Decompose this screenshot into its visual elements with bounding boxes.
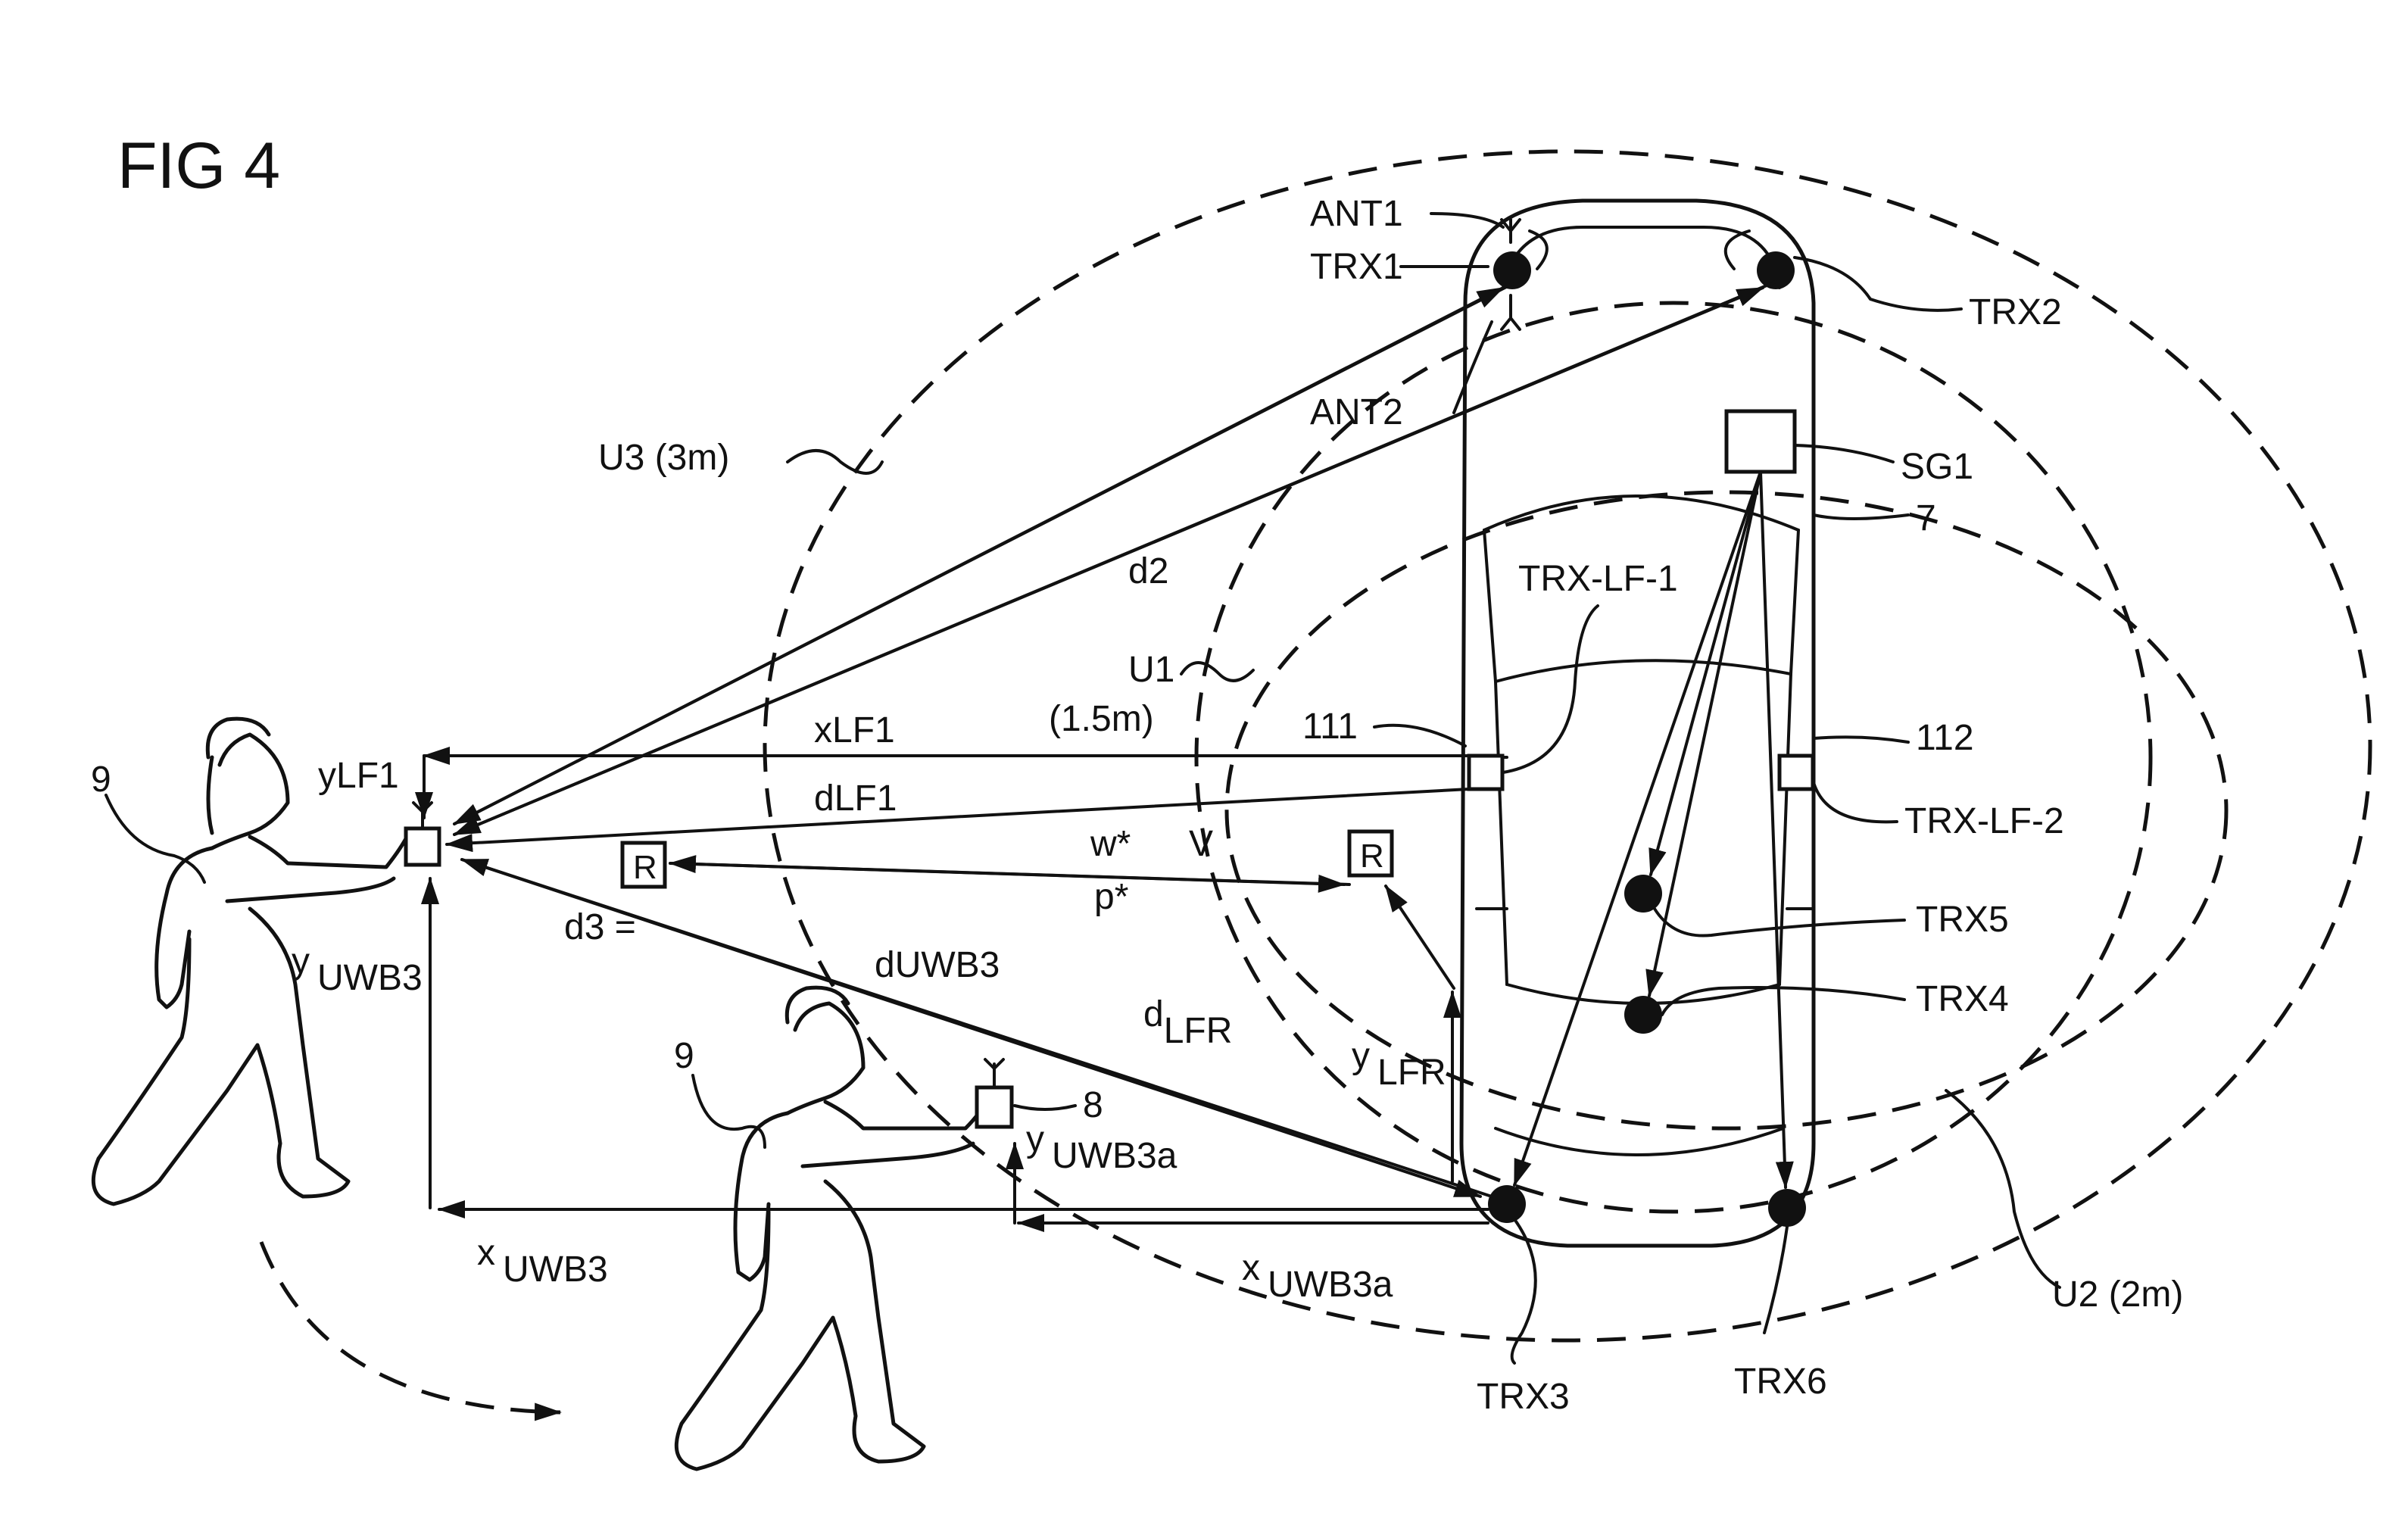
trx1-label: TRX1 — [1310, 247, 1403, 287]
antenna-ant1 — [1500, 218, 1521, 244]
u1-radius-label: (1.5m) — [1049, 699, 1154, 739]
d3-label: d3 = — [564, 907, 636, 947]
reflector-right — [1347, 829, 1394, 878]
reflector-right-label: R — [1360, 838, 1384, 875]
distance-lines — [415, 280, 1777, 1232]
key-fob-person-1 — [404, 826, 441, 867]
ant2-label: ANT2 — [1310, 392, 1403, 432]
zone-u3-boundary — [763, 149, 2372, 1343]
xlf1-label: xLF1 — [814, 710, 895, 750]
trx-lf-2-box — [1777, 753, 1815, 791]
u3-label: U3 (3m) — [598, 438, 729, 478]
trx4-label: TRX4 — [1916, 979, 2009, 1019]
antenna-ant2 — [1500, 294, 1521, 331]
right-side-ref-label: 112 — [1916, 718, 1974, 758]
trx1-node — [1493, 251, 1531, 289]
zone-u1-boundary — [1224, 490, 2229, 1131]
trx5-node — [1624, 875, 1662, 913]
trx2-node — [1757, 251, 1795, 289]
u2-label: U2 (2m) — [2052, 1274, 2183, 1315]
reflector-left-label: R — [633, 849, 657, 886]
vehicle — [1459, 198, 1816, 1248]
person-1 — [91, 716, 411, 1206]
ant1-label: ANT1 — [1310, 194, 1403, 234]
trx5-label: TRX5 — [1916, 900, 2009, 940]
vehicle-ref-label: 7 — [1916, 498, 1936, 538]
trx-lf-2-label: TRX-LF-2 — [1904, 801, 2064, 841]
v-label: V — [1189, 824, 1213, 864]
duwb3-label: dUWB3 — [875, 945, 1000, 985]
d2-label: d2 — [1128, 551, 1168, 591]
person-2 — [674, 985, 990, 1471]
trx2-label: TRX2 — [1969, 292, 2062, 332]
sg1-links — [1513, 470, 1794, 1189]
sg1-control-unit — [1724, 409, 1797, 474]
reflector-left — [620, 841, 667, 889]
trx-lf-1-label: TRX-LF-1 — [1518, 559, 1678, 599]
trx6-node — [1768, 1189, 1806, 1227]
leader-lines — [104, 212, 2061, 1365]
left-side-ref-label: 111 — [1302, 707, 1358, 747]
trx4-node — [1624, 996, 1662, 1034]
sg1-label: SG1 — [1901, 447, 1973, 487]
trx3-node — [1488, 1185, 1526, 1223]
dlfr-label: dLFR — [1143, 994, 1232, 1051]
person-1-ref-label: 9 — [91, 760, 111, 800]
w-star-label: w* — [1090, 824, 1131, 864]
p-star-label: p* — [1094, 877, 1128, 917]
key-fob-8 — [975, 1085, 1014, 1129]
trx-lf-1-box — [1467, 753, 1505, 791]
figure-title: FIG 4 — [117, 129, 280, 202]
key-fob-ref-label: 8 — [1083, 1085, 1103, 1125]
trx6-label: TRX6 — [1734, 1362, 1827, 1402]
dlf1-label: dLF1 — [814, 778, 897, 819]
u1-label: U1 — [1128, 650, 1174, 690]
trx3-label: TRX3 — [1477, 1377, 1570, 1417]
ylf1-label: yLF1 — [318, 756, 399, 796]
key-fob-8-antenna-icon — [984, 1058, 1005, 1089]
person-motion-path — [259, 1241, 562, 1421]
person-2-ref-label: 9 — [674, 1036, 694, 1076]
